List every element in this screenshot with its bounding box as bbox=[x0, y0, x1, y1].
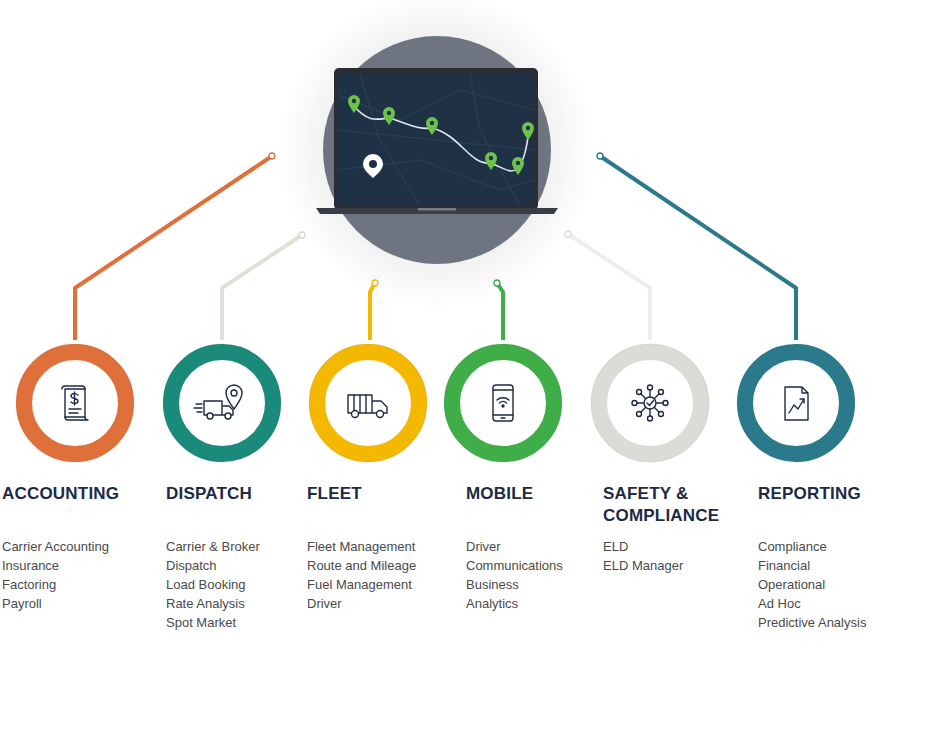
feature-list: Fleet ManagementRoute and MileageFuel Ma… bbox=[307, 537, 452, 613]
ring-band bbox=[171, 352, 273, 454]
leader-line bbox=[370, 283, 375, 340]
module-node: ACCOUNTING Carrier AccountingInsuranceFac… bbox=[2, 343, 152, 613]
feature-item: Operational bbox=[758, 575, 923, 594]
module-heading: MOBILE bbox=[466, 483, 591, 505]
module-ring bbox=[590, 343, 710, 463]
ring-band bbox=[24, 352, 126, 454]
leader-line bbox=[568, 234, 650, 340]
icon-glyph bbox=[632, 385, 668, 421]
feature-list: Driver CommunicationsBusiness Analytics bbox=[466, 537, 596, 613]
icon-glyph bbox=[785, 387, 808, 420]
module-node: SAFETY & COMPLIANCE ELDELD Manager bbox=[603, 343, 748, 575]
feature-item: Rate Analysis bbox=[166, 594, 271, 613]
feature-item: Fleet Management bbox=[307, 537, 447, 556]
module-heading: DISPATCH bbox=[166, 483, 296, 505]
laptop-illustration bbox=[316, 68, 558, 214]
module-heading: ACCOUNTING bbox=[2, 483, 152, 505]
icon-glyph bbox=[194, 385, 242, 419]
feature-list: Carrier AccountingInsuranceFactoringPayr… bbox=[2, 537, 152, 613]
ring-band bbox=[452, 352, 554, 454]
feature-item: Route and Mileage bbox=[307, 556, 447, 575]
feature-item: Ad Hoc bbox=[758, 594, 923, 613]
feature-item: Insurance bbox=[2, 556, 142, 575]
module-heading: REPORTING bbox=[758, 483, 923, 505]
ring-band bbox=[599, 352, 701, 454]
feature-item: Factoring bbox=[2, 575, 142, 594]
feature-item: Compliance bbox=[758, 537, 923, 556]
leader-line bbox=[222, 235, 302, 340]
feature-item: Payroll bbox=[2, 594, 142, 613]
ring-band bbox=[745, 352, 847, 454]
feature-list: ComplianceFinancialOperationalAd HocPred… bbox=[758, 537, 928, 632]
module-ring bbox=[308, 343, 428, 463]
hub-circle bbox=[323, 36, 551, 264]
module-ring bbox=[15, 343, 135, 463]
feature-item: Predictive Analysis bbox=[758, 613, 923, 632]
module-node: DISPATCH Carrier & Broker DispatchLoad Bo… bbox=[166, 343, 296, 632]
module-ring bbox=[736, 343, 856, 463]
module-ring bbox=[162, 343, 282, 463]
feature-item: Driver Communications bbox=[466, 537, 571, 575]
module-node: REPORTING ComplianceFinancialOperationalA… bbox=[758, 343, 928, 632]
ring-band bbox=[317, 352, 419, 454]
icon-glyph bbox=[348, 395, 387, 418]
feature-item: Carrier Accounting bbox=[2, 537, 142, 556]
module-heading: FLEET bbox=[307, 483, 447, 505]
feature-item: Load Booking bbox=[166, 575, 271, 594]
feature-item: ELD Manager bbox=[603, 556, 743, 575]
module-heading: SAFETY & COMPLIANCE bbox=[603, 483, 731, 527]
feature-list: ELDELD Manager bbox=[603, 537, 748, 575]
logo-mark bbox=[363, 154, 383, 178]
feature-item: ELD bbox=[603, 537, 743, 556]
feature-item: Carrier & Broker Dispatch bbox=[166, 537, 271, 575]
feature-item: Financial bbox=[758, 556, 923, 575]
icon-glyph bbox=[493, 385, 513, 421]
module-node: FLEET Fleet ManagementRoute and MileageFu… bbox=[307, 343, 452, 613]
icon-glyph bbox=[62, 386, 88, 420]
module-ring bbox=[443, 343, 563, 463]
hub-glow bbox=[279, 0, 595, 308]
module-node: MOBILE Driver CommunicationsBusiness Anal… bbox=[466, 343, 596, 613]
leader-line bbox=[75, 156, 272, 340]
feature-item: Spot Market bbox=[166, 613, 271, 632]
leader-line bbox=[497, 283, 503, 340]
feature-list: Carrier & Broker DispatchLoad BookingRat… bbox=[166, 537, 296, 632]
feature-item: Driver bbox=[307, 594, 447, 613]
leader-line bbox=[600, 156, 796, 340]
feature-item: Business Analytics bbox=[466, 575, 571, 613]
feature-item: Fuel Management bbox=[307, 575, 447, 594]
